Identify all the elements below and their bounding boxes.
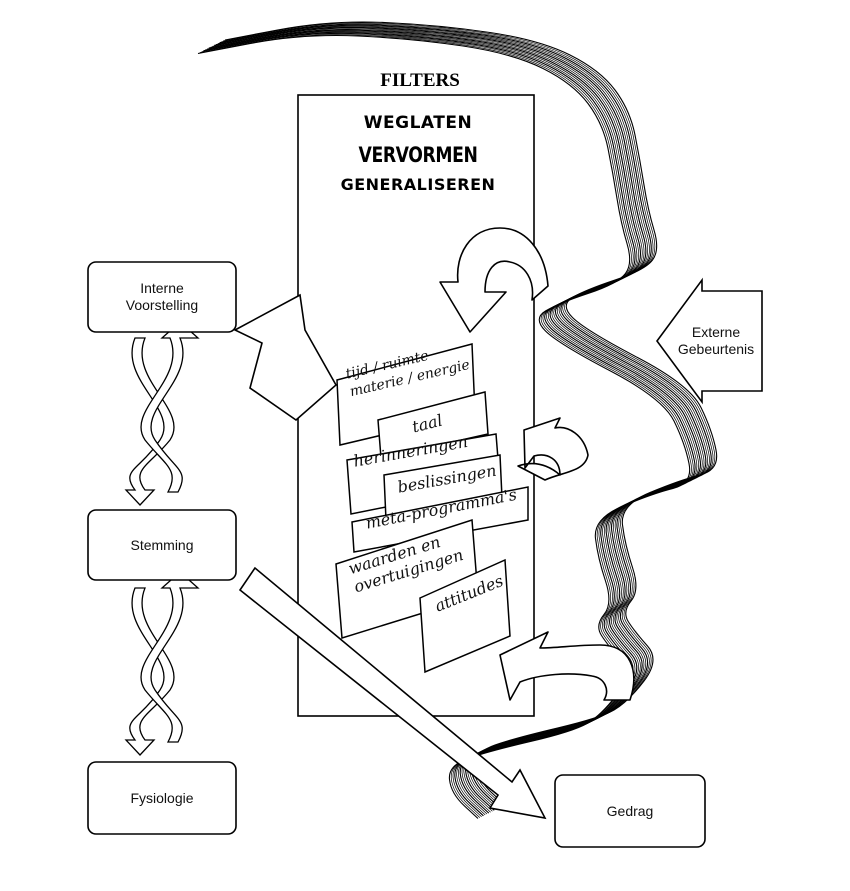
braid-bottom: [124, 571, 200, 756]
arrow-curved-top: [439, 227, 549, 333]
gedrag-label: Gedrag: [606, 802, 654, 819]
arrow-curved-middle: [517, 417, 589, 481]
interne-voorstelling-line-2: Voorstelling: [125, 297, 199, 313]
interne-voorstelling-box: [87, 261, 237, 333]
card-meta-programmas: [351, 486, 529, 553]
stemming-label: Stemming: [130, 536, 194, 553]
profile-hatch-line: [199, 34, 692, 818]
arrow-to-interne-voorstelling: [233, 293, 338, 422]
arrow-curved-bottom: [499, 631, 635, 701]
profile-hatch-line: [224, 21, 718, 806]
filter-cards: [335, 343, 529, 674]
arrow-from-externe-gebeurtenis: [656, 277, 763, 405]
card-taal: [377, 391, 489, 459]
stemming-box: [87, 509, 237, 581]
interne-voorstelling-label: Interne Voorstelling: [88, 262, 236, 332]
fysiologie-box: [87, 761, 237, 835]
filters-title: FILTERS: [380, 70, 460, 91]
externe-gebeurtenis-label: Externe Gebeurtenis: [668, 310, 764, 372]
externe-gebeurtenis-line-1: Externe: [691, 324, 741, 340]
interne-voorstelling-line-1: Interne: [140, 280, 184, 296]
externe-gebeurtenis-line-2: Gebeurtenis: [677, 341, 755, 357]
operation-weglaten: WEGLATEN: [363, 113, 473, 133]
profile-hatch-line: [223, 22, 716, 807]
operation-vervormen: VERVORMEN: [358, 143, 478, 167]
fysiologie-label: Fysiologie: [130, 789, 194, 806]
arrow-stemming-to-gedrag: [238, 566, 547, 820]
profile-hatch-line: [197, 34, 691, 819]
profile-hatch-line: [201, 33, 694, 817]
braid-top: [124, 321, 200, 506]
head-profile-outline: [197, 21, 718, 819]
card-attitudes: [419, 558, 511, 674]
profile-hatch-line: [205, 31, 698, 816]
operation-generaliseren: GENERALISEREN: [340, 175, 496, 194]
gedrag-box: [554, 774, 706, 848]
profile-hatch-line: [203, 32, 696, 817]
